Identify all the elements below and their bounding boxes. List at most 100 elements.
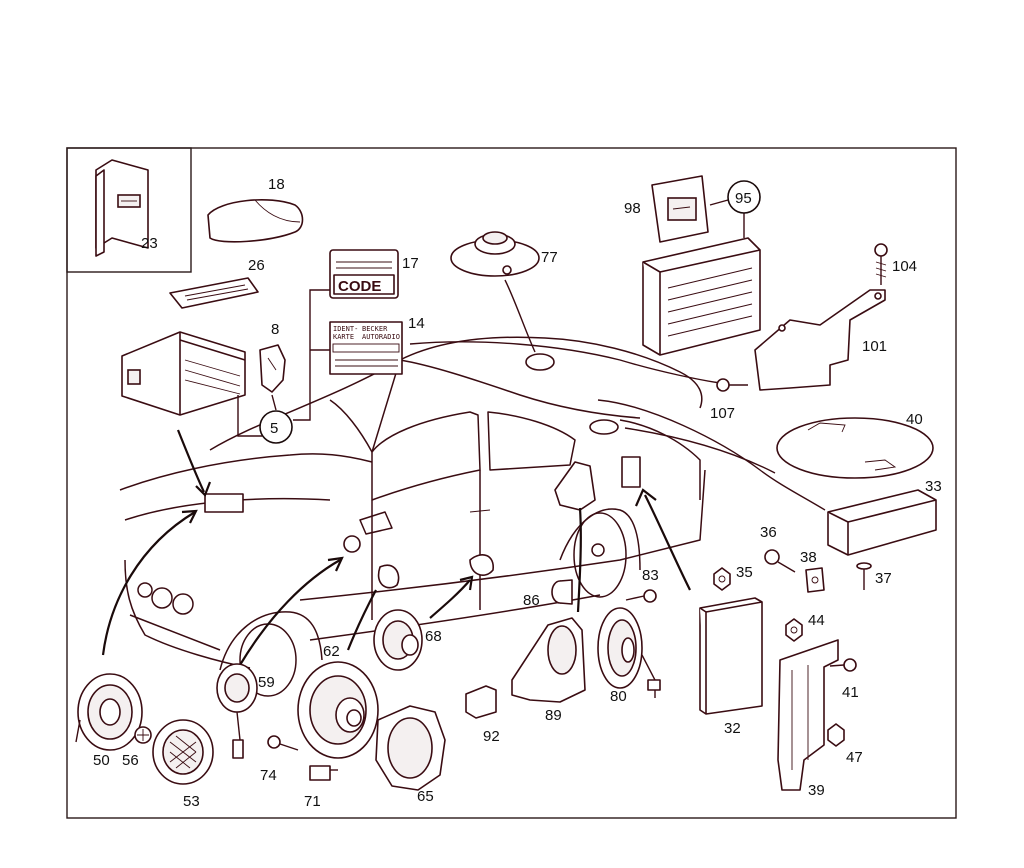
callout-5-bubble (259, 410, 293, 444)
part-40-mount-icon (589, 419, 619, 435)
callout-47: 47 (846, 749, 863, 766)
part-module-mount-icon (621, 456, 641, 488)
arrow-59 (239, 559, 341, 666)
inset-frame (66, 147, 192, 273)
arrow-68-head (459, 575, 474, 591)
part-front-tweeter-mount-icon (343, 535, 361, 553)
ident-card-line1: IDENT- (333, 325, 358, 333)
part-77-speaker-icon (450, 231, 540, 277)
part-8-bracket-icon (259, 344, 286, 393)
part-18-pouch-icon (207, 199, 304, 243)
part-23-manual-icon (95, 159, 149, 257)
part-65-frame-icon (375, 705, 446, 791)
part-47-nut-icon (827, 723, 845, 747)
callout-32: 32 (724, 720, 741, 737)
part-32-module-icon (699, 597, 763, 715)
arrow-62 (346, 589, 377, 651)
part-80-speaker-icon (597, 607, 661, 698)
callout-26: 26 (248, 257, 265, 274)
part-101-bracket-icon (754, 289, 886, 391)
part-rear-speaker-mount-icon (554, 461, 596, 511)
part-83-screw-icon (625, 589, 657, 603)
arrow-32 (644, 494, 691, 591)
callout-14: 14 (408, 315, 425, 332)
leader-5-cards (293, 289, 330, 421)
callout-77: 77 (541, 249, 558, 266)
part-37-bolt-icon (856, 562, 872, 590)
callout-35: 35 (736, 564, 753, 581)
part-86-plug-icon (551, 579, 573, 605)
part-44-nut-icon (785, 618, 803, 642)
part-68-speaker-icon (373, 609, 423, 671)
leader-95 (709, 199, 729, 206)
part-95-module-icon (642, 237, 761, 356)
part-53-grille-icon (152, 719, 214, 785)
callout-62: 62 (323, 643, 340, 660)
arrow-59-head (327, 556, 344, 572)
diagram-frame (66, 147, 957, 819)
callout-98: 98 (624, 200, 641, 217)
part-radio-mount-icon (204, 493, 244, 513)
code-card-text: CODE (338, 278, 381, 295)
part-107-screw-icon (716, 378, 748, 392)
part-98-card-icon (651, 175, 709, 243)
part-14-ident-card: IDENT- KARTE BECKER AUTORADIO (329, 321, 403, 375)
leader-5-radio (237, 395, 262, 437)
callout-5: 5 (270, 420, 278, 437)
ident-card-brand: BECKER (362, 325, 388, 333)
callout-18: 18 (268, 176, 285, 193)
part-radio-unit-icon (121, 331, 246, 416)
callout-74: 74 (260, 767, 277, 784)
part-50-speaker-icon (75, 673, 143, 751)
part-41-screw-icon (829, 658, 857, 672)
part-35-nut-icon (713, 567, 731, 591)
arrow-radio (176, 429, 205, 493)
callout-56: 56 (122, 752, 139, 769)
leader-14 (409, 341, 721, 384)
leader-5-bracket (271, 394, 277, 411)
part-62-speaker-icon (297, 661, 379, 759)
part-59-tweeter-icon (216, 663, 258, 759)
callout-65: 65 (417, 788, 434, 805)
callout-107: 107 (710, 405, 735, 422)
callout-59: 59 (258, 674, 275, 691)
callout-104: 104 (892, 258, 917, 275)
leader-40 (624, 427, 776, 474)
arrow-radio-head (195, 481, 212, 497)
part-36-screw-icon (764, 549, 796, 573)
callout-53: 53 (183, 793, 200, 810)
part-104-screw-icon (874, 243, 888, 285)
callout-8: 8 (271, 321, 279, 338)
leader-77 (504, 279, 536, 353)
part-71-connector-icon (309, 765, 338, 781)
callout-33: 33 (925, 478, 942, 495)
arrow-89 (576, 507, 582, 613)
callout-86: 86 (523, 592, 540, 609)
callout-36: 36 (760, 524, 777, 541)
arrow-50 (101, 511, 196, 656)
callout-44: 44 (808, 612, 825, 629)
arrow-68 (429, 579, 471, 619)
leader-33 (597, 399, 826, 511)
callout-37: 37 (875, 570, 892, 587)
callout-89: 89 (545, 707, 562, 724)
callout-68: 68 (425, 628, 442, 645)
callout-95: 95 (735, 190, 752, 207)
part-89-housing-icon (511, 617, 586, 703)
part-17-code-card: CODE (329, 249, 399, 299)
part-26-remote-icon (169, 277, 259, 309)
part-77-mount-icon (525, 353, 555, 371)
part-door-speaker-mount-icon (377, 564, 400, 589)
callout-71: 71 (304, 793, 321, 810)
callout-38: 38 (800, 549, 817, 566)
callout-40: 40 (906, 411, 923, 428)
callout-41: 41 (842, 684, 859, 701)
part-33-amplifier-icon (827, 489, 937, 556)
callout-95-bubble (727, 180, 761, 214)
arrow-32-head (634, 488, 657, 507)
callout-39: 39 (808, 782, 825, 799)
callout-23: 23 (141, 235, 158, 252)
callout-83: 83 (642, 567, 659, 584)
